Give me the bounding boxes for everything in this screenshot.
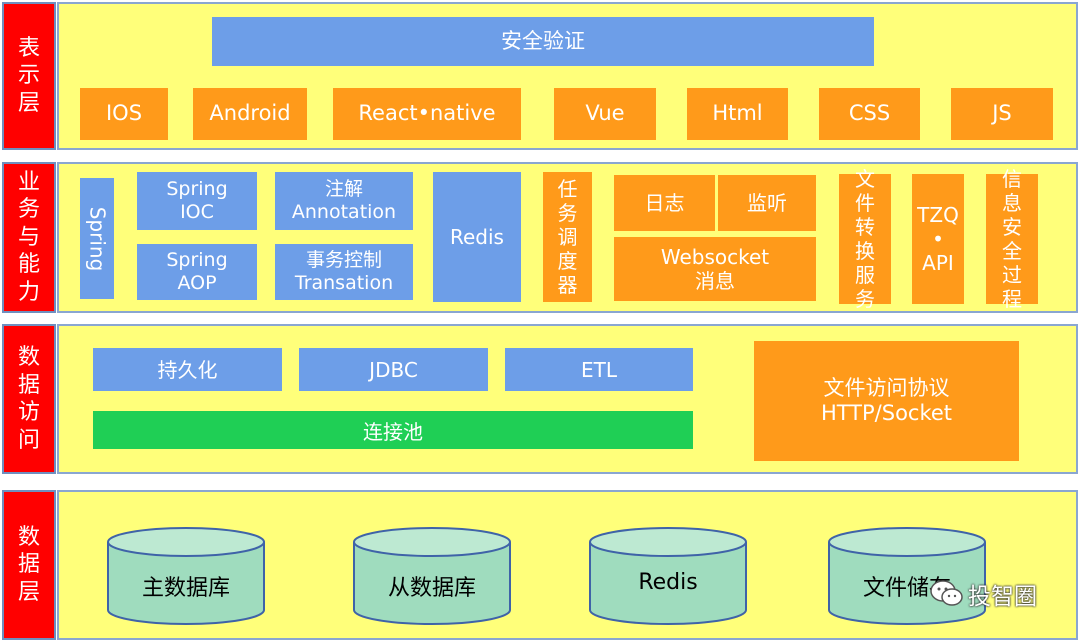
- client-js: JS: [951, 88, 1053, 140]
- master-db-label: 主数据库: [141, 576, 230, 601]
- spring-box: Spring: [80, 178, 114, 299]
- info-security-box: 信息安全过程: [986, 167, 1038, 311]
- annotation-box: 注解 Annotation: [275, 172, 413, 230]
- watermark: 投智圈: [930, 576, 1037, 612]
- jdbc-box: JDBC: [299, 348, 488, 391]
- listen-box: 监听: [718, 175, 816, 231]
- spring-aop-box: Spring AOP: [137, 244, 257, 300]
- layer-label-business: 业务与能力: [2, 162, 56, 313]
- transaction-box: 事务控制 Transation: [275, 244, 413, 300]
- etl-box: ETL: [505, 348, 693, 391]
- client-ios: IOS: [80, 88, 168, 140]
- watermark-text: 投智圈: [968, 584, 1037, 610]
- client-vue: Vue: [554, 88, 656, 140]
- file-access-protocol-box: 文件访问协议 HTTP/Socket: [754, 341, 1019, 461]
- spring-ioc-box: Spring IOC: [137, 172, 257, 230]
- layer-label-presentation: 表示层: [2, 2, 56, 150]
- redis-label: Redis: [638, 570, 698, 595]
- redis-cache-box: Redis: [433, 172, 521, 302]
- persistence-box: 持久化: [93, 348, 282, 391]
- client-android: Android: [193, 88, 307, 140]
- security-box: 安全验证: [212, 17, 874, 66]
- wechat-icon: [930, 580, 963, 606]
- log-box: 日志: [614, 175, 715, 231]
- tzq-api-box: TZQ • API: [912, 174, 964, 304]
- layer-label-data: 数据层: [2, 490, 56, 640]
- client-css: CSS: [819, 88, 920, 140]
- layer-label-data-access: 数据访问: [2, 324, 56, 474]
- data-layer-panel: [57, 490, 1078, 640]
- connection-pool-box: 连接池: [93, 411, 693, 449]
- client-html: Html: [687, 88, 788, 140]
- slave-db-label: 从数据库: [387, 576, 476, 601]
- file-convert-service-box: 文件转换服务: [839, 167, 891, 311]
- client-react-native: React•native: [333, 88, 521, 140]
- websocket-box: Websocket 消息: [614, 237, 816, 301]
- task-scheduler-box: 任务调度器: [543, 172, 592, 302]
